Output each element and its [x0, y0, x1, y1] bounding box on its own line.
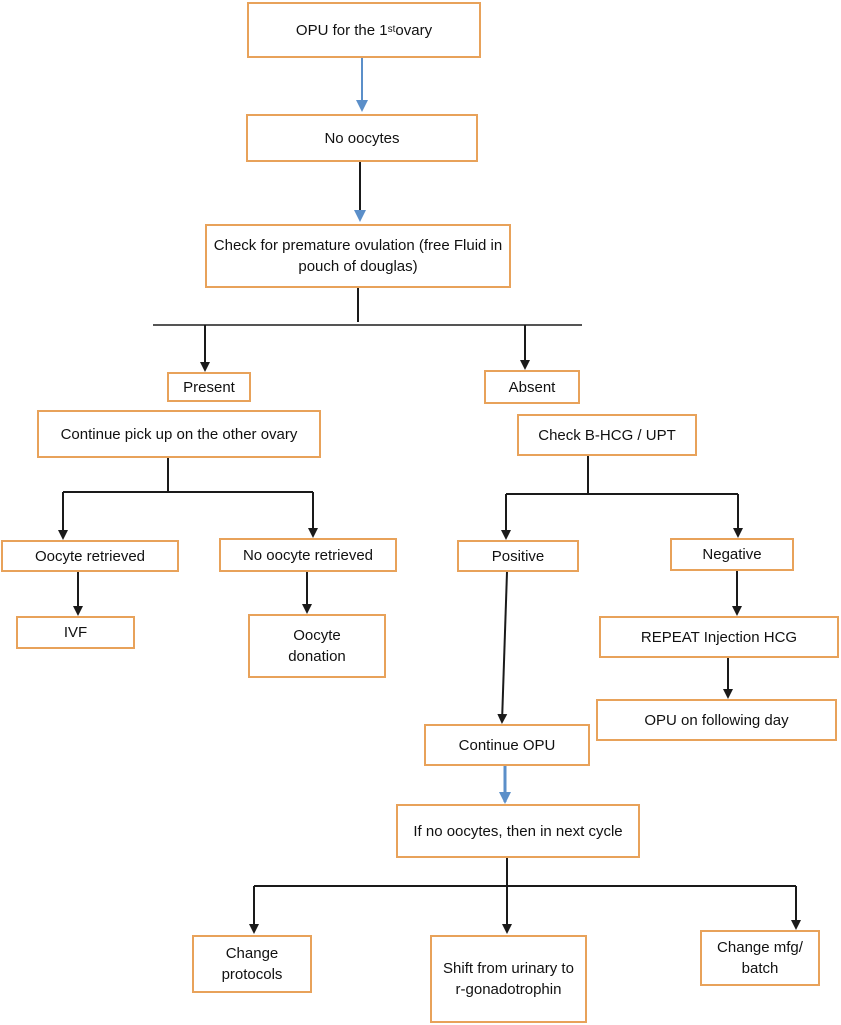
node-change-mfg: Change mfg/ batch: [700, 930, 820, 986]
node-if-no-oocytes: If no oocytes, then in next cycle: [396, 804, 640, 858]
node-check-bhcg: Check B-HCG / UPT: [517, 414, 697, 456]
node-continue-opu-label: Continue OPU: [458, 736, 556, 754]
node-continue-pickup-label: Continue pick up on the other ovary: [60, 425, 298, 443]
node-repeat-injection-hcg: REPEAT Injection HCG: [599, 616, 839, 658]
node-oocyte-retrieved-label: Oocyte retrieved: [34, 547, 146, 565]
node-no-oocyte-retrieved-label: No oocyte retrieved: [242, 546, 374, 564]
node-if-no-oocytes-label: If no oocytes, then in next cycle: [413, 822, 623, 840]
node-opu-following-day-label: OPU on following day: [644, 711, 789, 729]
node-present-label: Present: [183, 378, 235, 396]
node-positive-label: Positive: [491, 547, 545, 565]
node-oocyte-retrieved: Oocyte retrieved: [1, 540, 179, 572]
node-continue-pickup: Continue pick up on the other ovary: [37, 410, 321, 458]
node-absent-label: Absent: [508, 378, 556, 396]
node-check-premature-ovulation-label: Check for premature ovulation (free Flui…: [213, 237, 503, 275]
node-no-oocyte-retrieved: No oocyte retrieved: [219, 538, 397, 572]
node-change-mfg-label: Change mfg/ batch: [717, 939, 803, 977]
node-oocyte-donation: Oocyte donation: [248, 614, 386, 678]
node-change-protocols-label: Change protocols: [221, 945, 283, 983]
node-absent: Absent: [484, 370, 580, 404]
node-change-protocols: Change protocols: [192, 935, 312, 993]
node-shift-urinary-label: Shift from urinary to r-gonadotrophin: [443, 960, 574, 998]
node-negative: Negative: [670, 538, 794, 571]
node-repeat-injection-hcg-label: REPEAT Injection HCG: [640, 628, 798, 646]
node-shift-urinary: Shift from urinary to r-gonadotrophin: [430, 935, 587, 1023]
node-opu-first-ovary-suffix: ovary: [395, 21, 433, 39]
node-positive: Positive: [457, 540, 579, 572]
node-continue-opu: Continue OPU: [424, 724, 590, 766]
node-oocyte-donation-label: Oocyte donation: [288, 627, 346, 665]
node-ivf-label: IVF: [63, 624, 88, 641]
node-no-oocytes: No oocytes: [246, 114, 478, 162]
node-no-oocytes-label: No oocytes: [324, 129, 400, 147]
node-ivf: IVF: [16, 616, 135, 649]
node-opu-first-ovary-prefix: OPU for the 1: [295, 21, 388, 39]
node-negative-label: Negative: [702, 546, 762, 563]
node-check-premature-ovulation: Check for premature ovulation (free Flui…: [205, 224, 511, 288]
node-present: Present: [167, 372, 251, 402]
node-opu-following-day: OPU on following day: [596, 699, 837, 741]
node-check-bhcg-label: Check B-HCG / UPT: [538, 426, 676, 444]
arrow-positive-to-continue-opu: [497, 571, 508, 724]
